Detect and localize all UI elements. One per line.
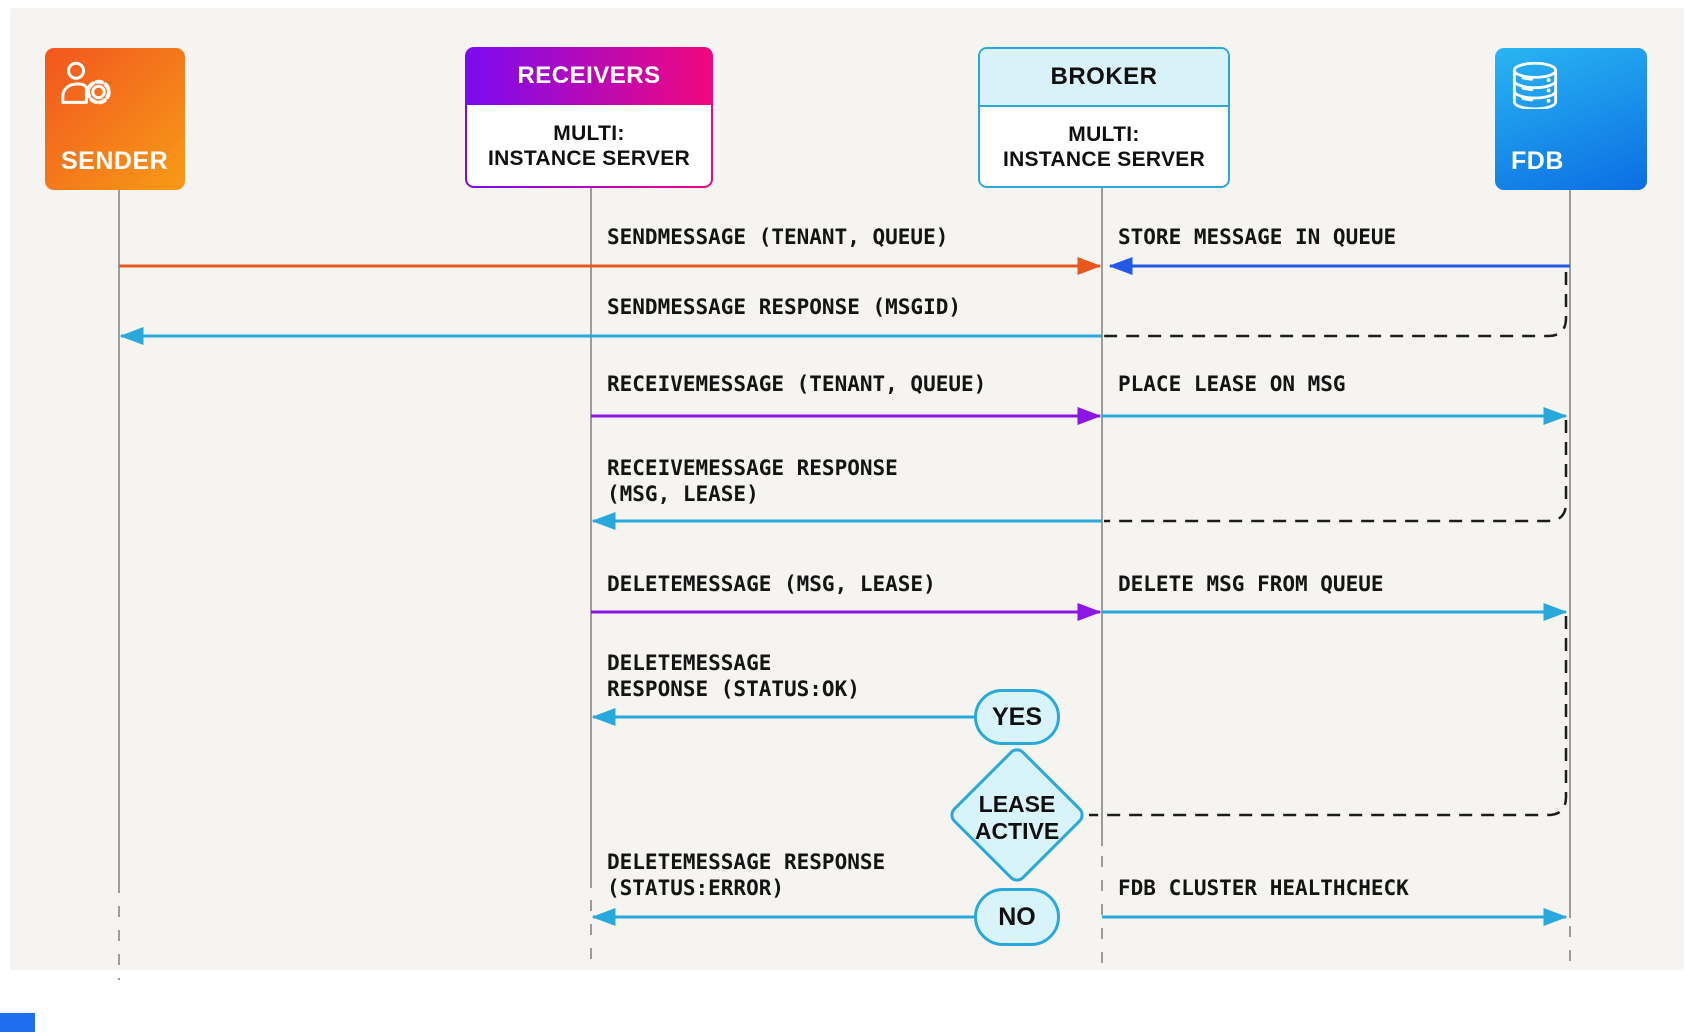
dashed-return-lease	[1104, 420, 1568, 523]
actor-broker: BROKER MULTI: INSTANCE SERVER	[978, 47, 1230, 188]
actor-receivers: RECEIVERS MULTI: INSTANCE SERVER	[465, 47, 713, 188]
dashed-return-store	[1104, 272, 1568, 338]
receivers-body: MULTI: INSTANCE SERVER	[467, 105, 711, 186]
receivers-title: RECEIVERS	[517, 62, 661, 89]
broker-subtitle: MULTI: INSTANCE SERVER	[1002, 122, 1206, 171]
no-label: NO	[998, 902, 1036, 931]
label-sendmessage: SENDMESSAGE (TENANT, QUEUE)	[607, 225, 949, 249]
label-sendmessage-response: SENDMESSAGE RESPONSE (MSGID)	[607, 295, 962, 319]
dashed-return-delete	[1089, 616, 1568, 817]
lease-active-condition: LEASE ACTIVE	[974, 791, 1060, 844]
receivers-subtitle: MULTI: INSTANCE SERVER	[487, 121, 691, 170]
label-receivemessage-response: RECEIVEMESSAGE RESPONSE (MSG, LEASE)	[607, 456, 898, 506]
label-delete-from-queue: DELETE MSG FROM QUEUE	[1118, 572, 1384, 596]
broker-title: BROKER	[980, 49, 1228, 107]
actor-fdb: FDB	[1495, 48, 1647, 190]
label-deletemessage: DELETEMESSAGE (MSG, LEASE)	[607, 572, 936, 596]
label-delete-response-ok: DELETEMESSAGE RESPONSE (STATUS:OK)	[607, 651, 860, 701]
label-place-lease: PLACE LEASE ON MSG	[1118, 372, 1346, 396]
user-gear-icon	[61, 61, 111, 105]
yes-label: YES	[991, 702, 1043, 731]
corner-accent-bar	[0, 1013, 35, 1032]
yes-branch-pill: YES	[974, 689, 1060, 745]
actor-sender: SENDER	[45, 48, 185, 190]
label-receivemessage: RECEIVEMESSAGE (TENANT, QUEUE)	[607, 372, 987, 396]
sender-label: SENDER	[61, 147, 169, 175]
broker-body: MULTI: INSTANCE SERVER	[980, 107, 1228, 186]
label-fdb-healthcheck: FDB CLUSTER HEALTHCHECK	[1118, 876, 1409, 900]
diagram-canvas	[10, 8, 1684, 970]
label-store-message: STORE MESSAGE IN QUEUE	[1118, 225, 1397, 249]
label-delete-response-error: DELETEMESSAGE RESPONSE (STATUS:ERROR)	[607, 850, 886, 900]
no-branch-pill: NO	[974, 888, 1060, 946]
fdb-label: FDB	[1511, 147, 1564, 175]
database-icon	[1512, 61, 1558, 109]
